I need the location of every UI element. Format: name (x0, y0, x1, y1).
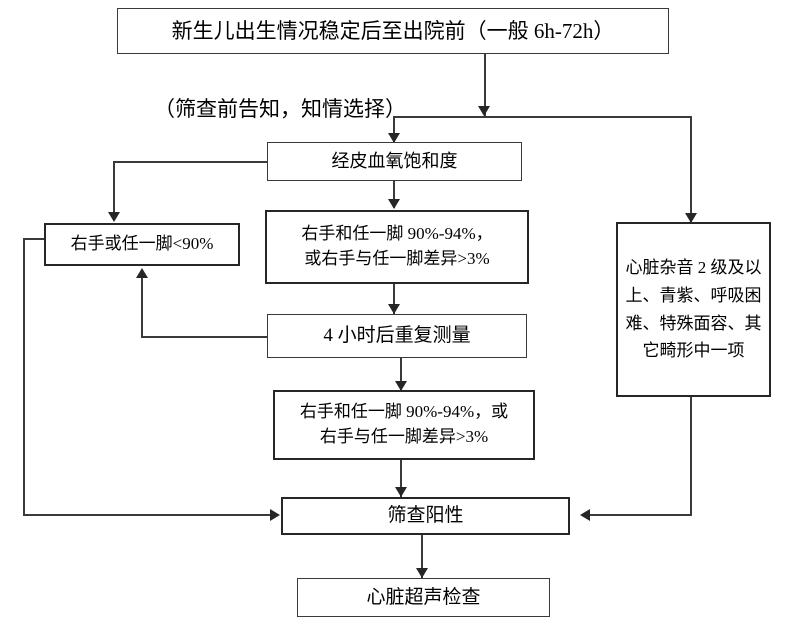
edge-repeat-left-up (141, 278, 143, 338)
edge-repeat-to-range2-arrowhead (395, 381, 407, 391)
node-label: 经皮血氧饱和度 (331, 151, 458, 172)
edge-below90-left-stub (23, 238, 46, 240)
edge-oximetry-left-down (113, 161, 115, 219)
edge-below90-to-positive-arrowhead (270, 509, 280, 521)
node-label: 心脏杂音 2 级及以上、青紫、呼吸困难、特殊面容、其它畸形中一项 (625, 258, 762, 361)
edge-below90-to-positive-horizontal (23, 514, 273, 516)
node-label: 右手和任一脚 90%-94%，或 右手与任一脚差异>3% (299, 402, 509, 446)
edge-cardiac-to-positive-arrowhead (580, 509, 590, 521)
node-right-hand-or-foot-below-90[interactable]: 右手或任一脚<90% (44, 223, 240, 266)
annotation-pre-screening-consent: （筛查前告知，知情选择） (133, 68, 406, 148)
edge-range2-to-positive-stem (400, 460, 402, 498)
edge-repeat-to-below90-arrowhead (136, 268, 148, 278)
node-transcutaneous-oxygen-saturation[interactable]: 经皮血氧饱和度 (267, 142, 522, 181)
edge-range1-to-repeat-stem (393, 284, 395, 314)
node-echocardiography-examination[interactable]: 心脏超声检查 (297, 578, 550, 617)
edge-title-down-stem (484, 54, 486, 116)
node-label: 新生儿出生情况稳定后至出院前（一般 6h-72h） (171, 18, 615, 43)
node-repeat-measurement-after-4-hours[interactable]: 4 小时后重复测量 (267, 314, 527, 358)
edge-oximetry-to-below90-arrowhead (108, 212, 120, 222)
node-saturation-range-first-measurement[interactable]: 右手和任一脚 90%-94%， 或右手与任一脚差异>3% (265, 210, 529, 284)
node-label: 右手和任一脚 90%-94%， 或右手与任一脚差异>3% (301, 224, 493, 268)
edge-split-to-cardiac-arrowhead (685, 213, 697, 223)
edge-split-to-oximetry-horizontal (393, 116, 485, 118)
edge-range2-to-positive-arrowhead (395, 487, 407, 497)
edge-title-down-arrowhead (478, 106, 490, 116)
edge-oximetry-to-range1-stem (393, 181, 395, 208)
node-label: 右手或任一脚<90% (70, 234, 214, 254)
edge-positive-to-echo-arrowhead (416, 568, 428, 578)
edge-repeat-to-range2-stem (400, 358, 402, 392)
edge-oximetry-left-horizontal (113, 161, 268, 163)
edge-positive-to-echo-stem (421, 535, 423, 579)
edge-split-bar (484, 116, 692, 118)
edge-split-to-oximetry-arrowhead (388, 133, 400, 143)
edge-cardiac-down (690, 397, 692, 516)
annotation-label: （筛查前告知，知情选择） (154, 97, 406, 121)
edge-below90-left-down (23, 238, 25, 516)
node-label: 4 小时后重复测量 (323, 325, 471, 347)
node-cardiac-murmur-and-signs[interactable]: 心脏杂音 2 级及以上、青紫、呼吸困难、特殊面容、其它畸形中一项 (616, 222, 771, 397)
edge-split-to-cardiac-stem (690, 116, 692, 226)
node-label: 心脏超声检查 (366, 586, 481, 608)
edge-range1-to-repeat-arrowhead (388, 304, 400, 314)
edge-oximetry-to-range1-arrowhead (388, 199, 400, 209)
edge-repeat-left-horizontal (141, 336, 269, 338)
node-newborn-stable-before-discharge[interactable]: 新生儿出生情况稳定后至出院前（一般 6h-72h） (117, 8, 669, 54)
node-screening-positive[interactable]: 筛查阳性 (281, 497, 570, 535)
edge-split-to-oximetry-stem (393, 116, 395, 143)
node-label: 筛查阳性 (387, 505, 464, 527)
edge-cardiac-to-positive-horizontal (590, 514, 692, 516)
node-saturation-range-second-measurement[interactable]: 右手和任一脚 90%-94%，或 右手与任一脚差异>3% (273, 390, 535, 460)
